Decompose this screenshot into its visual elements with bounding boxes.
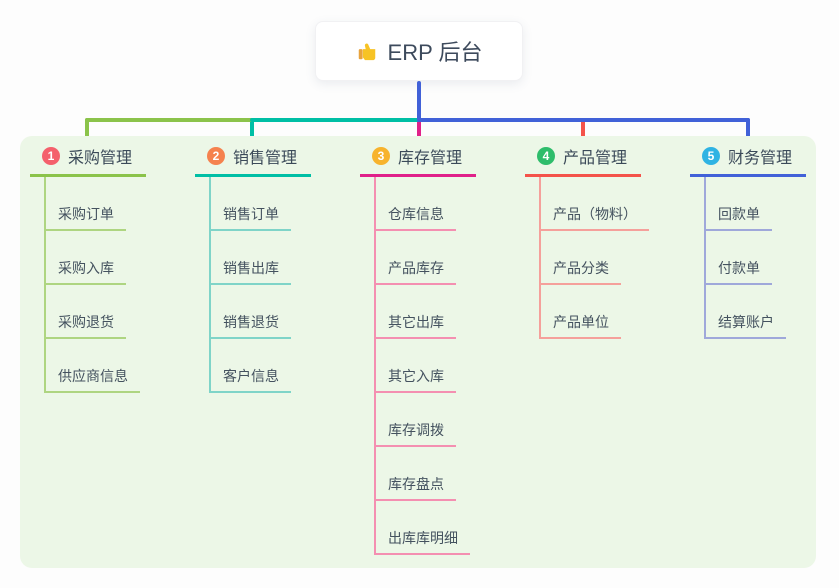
branch-children: 回款单付款单结算账户 xyxy=(704,177,806,339)
child-node[interactable]: 库存盘点 xyxy=(374,447,456,501)
child-node[interactable]: 销售退货 xyxy=(209,285,291,339)
bus-segment-blue xyxy=(417,118,750,122)
branch-title[interactable]: 4 产品管理 xyxy=(525,146,642,177)
bus-segment-green xyxy=(85,118,254,122)
child-node[interactable]: 产品（物料） xyxy=(539,177,649,231)
branch-drop-line xyxy=(581,118,585,146)
branch-number-badge: 1 xyxy=(42,147,60,165)
root-node[interactable]: ERP 后台 xyxy=(315,21,523,81)
branch-label: 库存管理 xyxy=(398,150,463,167)
root-stem-line xyxy=(417,81,421,122)
child-node[interactable]: 采购退货 xyxy=(44,285,126,339)
child-node[interactable]: 其它入库 xyxy=(374,339,456,393)
branch-children: 产品（物料）产品分类产品单位 xyxy=(539,177,649,339)
child-node[interactable]: 产品分类 xyxy=(539,231,621,285)
child-node[interactable]: 产品库存 xyxy=(374,231,456,285)
branch-children: 仓库信息产品库存其它出库其它入库库存调拨库存盘点出库库明细 xyxy=(374,177,476,555)
child-node[interactable]: 采购订单 xyxy=(44,177,126,231)
child-node[interactable]: 客户信息 xyxy=(209,339,291,393)
branch-4: 4 产品管理产品（物料）产品分类产品单位 xyxy=(525,146,649,339)
branch-number-badge: 4 xyxy=(537,147,555,165)
branch-2: 2 销售管理销售订单销售出库销售退货客户信息 xyxy=(195,146,312,393)
branch-number-badge: 3 xyxy=(372,147,390,165)
child-node[interactable]: 供应商信息 xyxy=(44,339,140,393)
children-connector-line xyxy=(374,177,376,555)
branch-3: 3 库存管理仓库信息产品库存其它出库其它入库库存调拨库存盘点出库库明细 xyxy=(360,146,477,555)
child-node[interactable]: 采购入库 xyxy=(44,231,126,285)
branch-number-badge: 5 xyxy=(702,147,720,165)
thumbs-up-icon xyxy=(356,40,378,62)
branch-label: 采购管理 xyxy=(68,150,133,167)
child-node[interactable]: 回款单 xyxy=(704,177,772,231)
children-connector-line xyxy=(704,177,706,339)
branch-label: 销售管理 xyxy=(233,150,298,167)
children-connector-line xyxy=(44,177,46,393)
branch-1: 1 采购管理采购订单采购入库采购退货供应商信息 xyxy=(30,146,147,393)
child-node[interactable]: 结算账户 xyxy=(704,285,786,339)
branch-number-badge: 2 xyxy=(207,147,225,165)
branch-title[interactable]: 5 财务管理 xyxy=(690,146,807,177)
branches-panel: 1 采购管理采购订单采购入库采购退货供应商信息 2 销售管理销售订单销售出库销售退货客… xyxy=(20,136,816,568)
branch-drop-line xyxy=(85,118,89,146)
child-node[interactable]: 销售订单 xyxy=(209,177,291,231)
child-node[interactable]: 出库库明细 xyxy=(374,501,470,555)
child-node[interactable]: 仓库信息 xyxy=(374,177,456,231)
child-node[interactable]: 库存调拨 xyxy=(374,393,456,447)
child-node[interactable]: 付款单 xyxy=(704,231,772,285)
branch-drop-line xyxy=(250,118,254,146)
branch-title[interactable]: 2 销售管理 xyxy=(195,146,312,177)
branch-title[interactable]: 3 库存管理 xyxy=(360,146,477,177)
branch-label: 财务管理 xyxy=(728,150,793,167)
branch-children: 销售订单销售出库销售退货客户信息 xyxy=(209,177,311,393)
child-node[interactable]: 其它出库 xyxy=(374,285,456,339)
child-node[interactable]: 产品单位 xyxy=(539,285,621,339)
bus-segment-teal xyxy=(250,118,421,122)
branch-label: 产品管理 xyxy=(563,150,628,167)
branch-5: 5 财务管理回款单付款单结算账户 xyxy=(690,146,807,339)
root-title: ERP 后台 xyxy=(387,40,483,65)
children-connector-line xyxy=(539,177,541,339)
branch-drop-line xyxy=(746,118,750,146)
branch-drop-line xyxy=(417,118,421,146)
child-node[interactable]: 销售出库 xyxy=(209,231,291,285)
branch-children: 采购订单采购入库采购退货供应商信息 xyxy=(44,177,146,393)
children-connector-line xyxy=(209,177,211,393)
branch-title[interactable]: 1 采购管理 xyxy=(30,146,147,177)
